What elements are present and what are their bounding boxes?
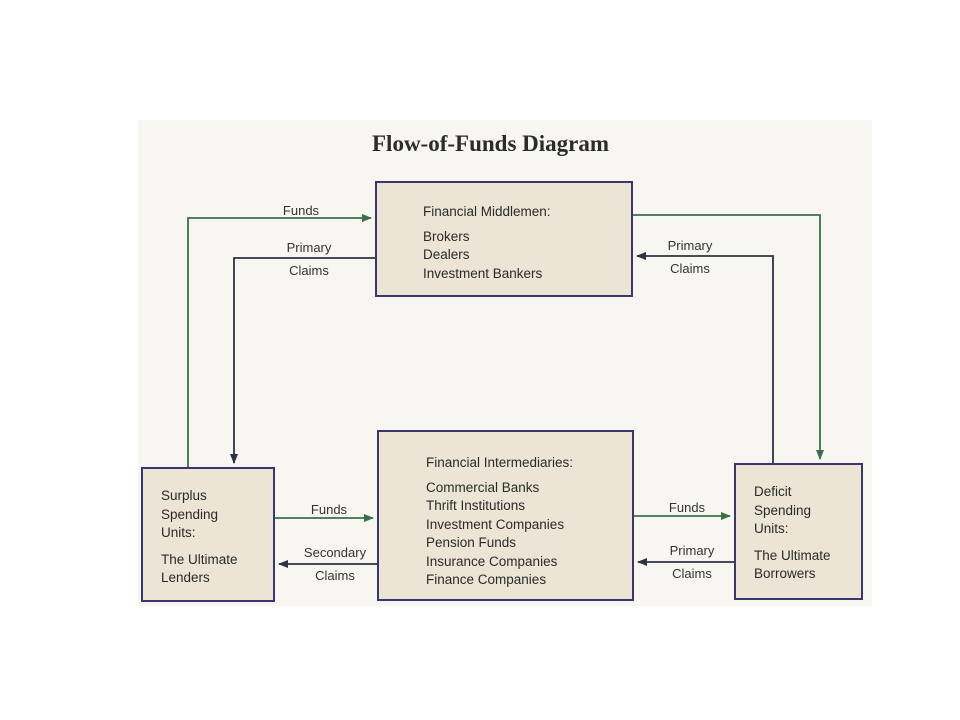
list-item: Investment Bankers	[423, 265, 543, 281]
list-item: Insurance Companies	[426, 553, 558, 569]
diagram-title: Flow-of-Funds Diagram	[372, 131, 610, 156]
financial-intermediaries-box: Financial Intermediaries: Commercial Ban…	[377, 430, 634, 601]
label-claims-bottom-left: Claims	[315, 568, 355, 583]
list-item: Commercial Banks	[426, 479, 540, 495]
box-heading-line: Deficit	[754, 484, 792, 499]
arrow-claims-deficit-to-middlemen	[636, 252, 774, 463]
box-heading-line: Surplus	[161, 488, 207, 503]
surplus-spending-units-box: Surplus Spending Units: The Ultimate Len…	[141, 467, 275, 602]
box-subtext: The Ultimate	[754, 547, 831, 563]
list-item: Investment Companies	[426, 516, 565, 532]
label-primary-top-left: Primary	[286, 240, 332, 255]
arrow-funds-middlemen-to-deficit	[633, 214, 824, 460]
list-item: Finance Companies	[426, 572, 547, 587]
list-item: Pension Funds	[426, 535, 517, 550]
box-subtext: The Ultimate	[161, 551, 238, 567]
box-heading-line: Spending	[754, 502, 812, 518]
label-funds-bottom-right: Funds	[668, 500, 706, 515]
box-subtext: Borrowers	[754, 566, 816, 581]
box-subtext: Lenders	[161, 570, 210, 585]
box-heading-line: Units:	[161, 525, 196, 540]
label-primary-bottom-right: Primary	[669, 543, 715, 558]
box-heading-line: Units:	[754, 521, 789, 536]
deficit-spending-units-box: Deficit Spending Units: The Ultimate Bor…	[734, 463, 863, 600]
label-secondary-bottom-left: Secondary	[303, 545, 367, 560]
list-item: Thrift Institutions	[426, 498, 526, 513]
list-item: Brokers	[423, 228, 470, 244]
label-primary-top-right: Primary	[667, 238, 713, 253]
list-item: Dealers	[423, 247, 470, 262]
arrow-funds-surplus-to-middlemen	[187, 214, 372, 467]
financial-middlemen-box: Financial Middlemen: Brokers Dealers Inv…	[375, 181, 633, 297]
label-claims-top-left: Claims	[289, 263, 329, 278]
arrow-claims-middlemen-to-surplus	[230, 257, 375, 464]
label-funds-bottom-left: Funds	[310, 502, 348, 517]
label-funds-top-left: Funds	[282, 203, 320, 218]
label-claims-top-right: Claims	[670, 261, 710, 276]
box-heading: Financial Middlemen:	[423, 204, 551, 219]
box-heading-line: Spending	[161, 506, 219, 522]
label-claims-bottom-right: Claims	[672, 566, 712, 581]
box-heading: Financial Intermediaries:	[426, 455, 574, 470]
